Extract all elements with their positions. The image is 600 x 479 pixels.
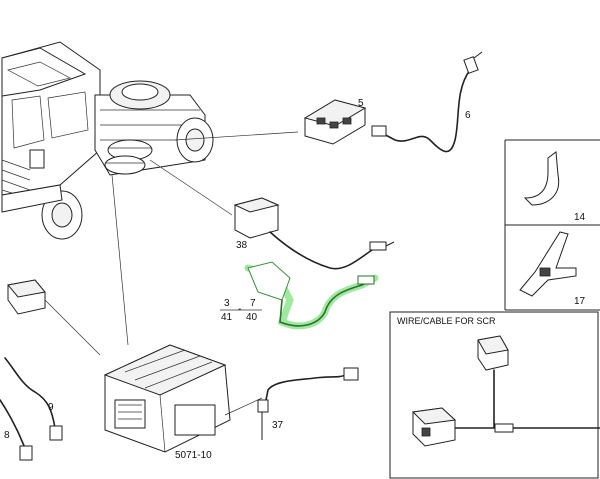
callout-38: 38 [236,240,248,251]
leader-line [224,397,263,416]
leader-line [174,131,299,141]
callout-3: 3 [224,298,230,309]
part-8-cable[interactable]: 8 [0,399,33,461]
inset-box-17[interactable]: 17 [504,225,600,311]
callout-40: 40 [246,312,258,323]
part-6-sensor-cable[interactable]: 6 [371,51,483,153]
highlighted-nox-sensor-harness[interactable]: 3 7 - 41 40 [220,261,379,330]
inset-wire-cable-scr[interactable]: WIRE/CABLE FOR SCR [389,311,600,479]
part-left-sensor[interactable] [7,279,101,356]
callout-17: 17 [574,296,586,307]
callout-5071-10: 5071-10 [175,450,212,461]
callout-8: 8 [4,430,10,441]
truck-illustration [1,41,214,240]
callout-dash: - [238,304,241,315]
callout-5: 5 [358,98,364,109]
leader-line [111,174,129,346]
callout-9: 9 [48,402,54,413]
callout-37: 37 [272,420,284,431]
part-5-control-unit[interactable]: 5 [303,98,367,145]
callout-7: 7 [250,298,256,309]
leader-line [149,159,233,216]
callout-14: 14 [574,212,586,223]
part-9-cable[interactable]: 9 [4,357,63,441]
callout-41: 41 [221,312,233,323]
inset-header: WIRE/CABLE FOR SCR [397,316,496,326]
inset-box-14[interactable]: 14 [504,139,600,226]
callout-6: 6 [465,110,471,121]
scr-catalyst-muffler[interactable]: 5071-10 [103,344,231,461]
part-37-temperature-sensor[interactable]: 37 [257,367,359,440]
part-38-module[interactable]: 38 [233,197,395,270]
